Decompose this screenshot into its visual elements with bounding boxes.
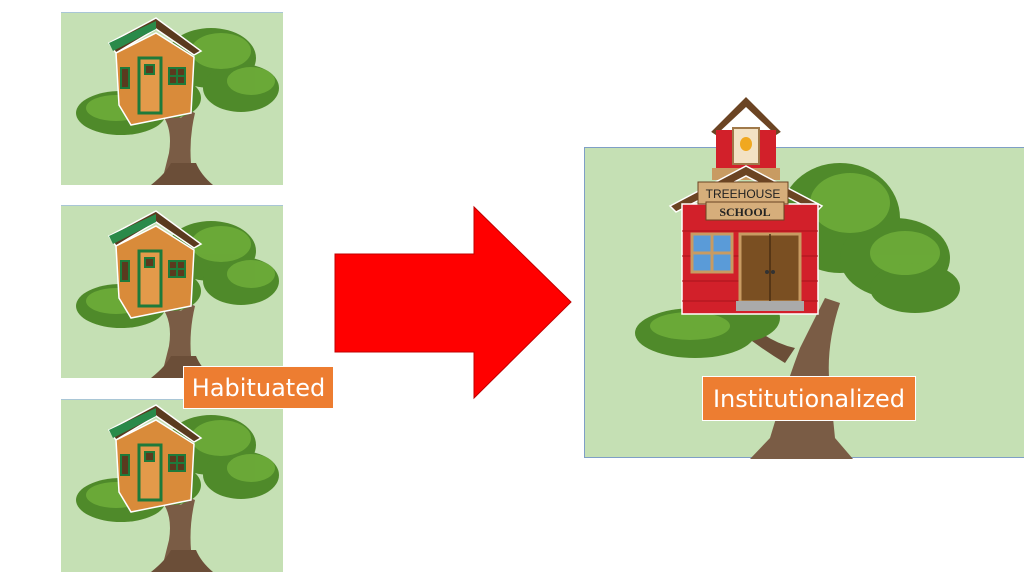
treehouse-illustration xyxy=(61,400,283,572)
right-arrow xyxy=(334,205,572,400)
treehouse-illustration xyxy=(61,206,283,378)
treehouse-panel-1 xyxy=(61,12,283,185)
habituated-label: Habituated xyxy=(183,366,334,409)
school-illustration: TREEHOUSE SCHOOL xyxy=(668,96,824,315)
school-sign-line1: TREEHOUSE xyxy=(706,187,781,201)
treehouse-panel-3 xyxy=(61,399,283,572)
treehouse-illustration xyxy=(61,13,283,185)
school-sign-line2: SCHOOL xyxy=(719,205,770,219)
institutionalized-label: Institutionalized xyxy=(702,376,916,421)
treehouse-panel-2 xyxy=(61,205,283,378)
